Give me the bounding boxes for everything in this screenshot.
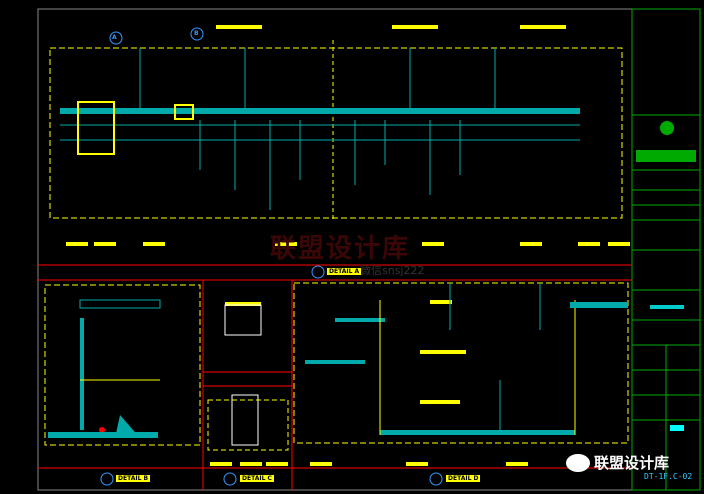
section-marker-a: A: [112, 34, 117, 41]
detail-title-a: DETAIL A: [327, 268, 362, 275]
sheet-code: DT-1F.C-02: [644, 472, 693, 481]
section-dividers: [38, 264, 632, 490]
detail-title-d: DETAIL D: [446, 475, 481, 482]
ceiling-beam: [60, 108, 580, 114]
annotation-tags: [66, 25, 630, 466]
hanger-rods: [139, 48, 496, 210]
detail-title-c: DETAIL C: [240, 475, 274, 482]
watermark-subtitle: 微信snsj222: [360, 264, 425, 277]
detail-callout-a: [77, 101, 115, 155]
detail-callout-b: [174, 104, 194, 120]
section-markers: [100, 27, 443, 486]
company-logo: [660, 121, 674, 135]
title-block-rows: [632, 114, 700, 490]
brand-text: 联盟设计库: [594, 454, 670, 472]
brand-watermark: 联盟设计库: [566, 452, 669, 473]
elevation-outline: [49, 47, 623, 219]
wechat-icon: [566, 453, 590, 472]
detail-title-b: DETAIL B: [116, 475, 151, 482]
watermark: 联盟设计库: [270, 234, 411, 264]
section-marker-b: B: [194, 30, 199, 37]
